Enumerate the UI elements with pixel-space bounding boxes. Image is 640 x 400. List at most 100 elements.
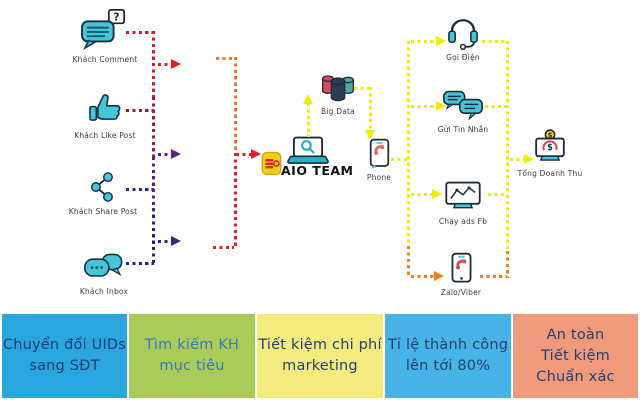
benefit-text: Tìm kiếm KH [144,337,240,353]
node-phone: Phone [334,138,424,182]
node-label: Phone [366,173,392,182]
share-icon [86,170,120,204]
node-label: Big Data [321,107,355,116]
connector [126,31,154,35]
connector [411,105,437,109]
benefit-text: Tiết kiệm [541,347,610,364]
node-label: Gọi Điện [446,53,480,62]
connector [213,246,234,250]
question-mark-glyph: ? [113,11,119,23]
connector [510,158,525,162]
connector [411,193,433,197]
money-box-icon [261,151,282,176]
dollar-glyph: $ [548,131,553,139]
connector [234,57,238,153]
connector [126,188,154,192]
benefit-text: Tỉ lệ thành công [387,337,509,353]
node-big-data: Big Data [293,72,383,116]
connector [152,97,156,157]
benefit-card-tiet-kiem: Tiết kiệm chi phí marketing [257,314,383,398]
node-gui-tin-nhan: Gửi Tin Nhắn [418,90,508,134]
arrow-right-icon [171,59,181,69]
connector [411,275,435,279]
benefit-text: sang SĐT [29,358,100,374]
node-goi-dien: Gọi Điện [418,14,508,62]
connector [152,157,156,215]
revenue-monitor-icon: $ $ [530,128,570,166]
node-label: Khách Share Post [68,207,138,216]
connector [488,193,507,197]
node-tong-doanh-thu: $ $ Tổng Doanh Thu [505,128,595,178]
arrow-right-icon [251,149,261,159]
node-khach-inbox: Khách Inbox [59,252,149,296]
benefit-text: lên tới 80% [405,358,491,374]
benefit-card-ti-le: Tỉ lệ thành công lên tới 80% [385,314,511,398]
benefit-text: Tiết kiệm chi phí [258,337,382,353]
benefit-text: Chuyển đổi UIDs [2,337,127,353]
smartphone-call-icon [450,252,473,285]
connector [216,57,236,61]
benefit-card-uids: Chuyển đổi UIDs sang SĐT [2,314,127,398]
node-label: Zalo/Viber [440,288,482,297]
connector [480,275,507,279]
connector [152,215,156,265]
node-khach-comment: ? Khách Comment [60,8,150,64]
connector [407,41,411,246]
connector [236,153,252,157]
connector [126,109,154,113]
connector [126,262,154,266]
connector [234,153,238,249]
benefit-card-tim-kiem: Tìm kiếm KH mục tiêu [129,314,255,398]
arrow-right-icon [524,154,534,164]
benefit-text: Chuẩn xác [536,368,615,385]
arrow-right-icon [171,236,181,246]
headset-icon [444,14,482,50]
connector [369,87,373,132]
arrow-right-icon [171,149,181,159]
node-label: Gửi Tin Nhắn [437,125,489,134]
comment-icon: ? [80,8,130,52]
connector [354,87,371,91]
connector [411,40,437,44]
arrow-down-icon [365,130,375,140]
benefits-band: Chuyển đổi UIDs sang SĐT Tìm kiếm KH mục… [0,312,640,400]
dollar-glyph: $ [547,142,553,152]
benefit-text: marketing [282,358,358,374]
connector [485,105,507,109]
inbox-icon [83,252,125,284]
node-label: Chạy ads Fb [438,217,488,226]
arrow-right-icon [434,271,444,281]
arrow-right-icon [436,36,446,46]
connector [158,63,171,67]
connector [482,40,507,44]
chat-bubbles-icon [442,90,484,122]
smartphone-call-icon [368,138,391,170]
like-icon [86,90,124,128]
connector [307,103,311,137]
arrow-up-icon [303,94,313,104]
connector [158,153,171,157]
connector [506,251,510,278]
node-khach-like-post: Khách Like Post [60,90,150,140]
laptop-search-icon [286,136,330,165]
team-title: AIO TEAM [281,163,354,178]
node-label: Khách Inbox [79,287,129,296]
node-khach-share-post: Khách Share Post [58,170,148,216]
connector [158,240,171,244]
big-data-icon [320,72,356,104]
connector [407,246,411,278]
node-label: Khách Like Post [74,131,136,140]
arrow-right-icon [432,189,442,199]
node-label: Tổng Doanh Thu [517,169,583,178]
node-chay-ads-fb: Chạy ads Fb [418,180,508,226]
ads-chart-icon [444,180,482,214]
node-zalo-viber: Zalo/Viber [416,252,506,297]
connector [152,31,156,97]
benefit-card-an-toan: An toàn Tiết kiệm Chuẩn xác [513,314,638,398]
arrow-right-icon [436,101,446,111]
connector [506,41,510,251]
benefit-text: mục tiêu [159,358,225,374]
connector [391,158,407,162]
benefit-text: An toàn [546,326,605,343]
